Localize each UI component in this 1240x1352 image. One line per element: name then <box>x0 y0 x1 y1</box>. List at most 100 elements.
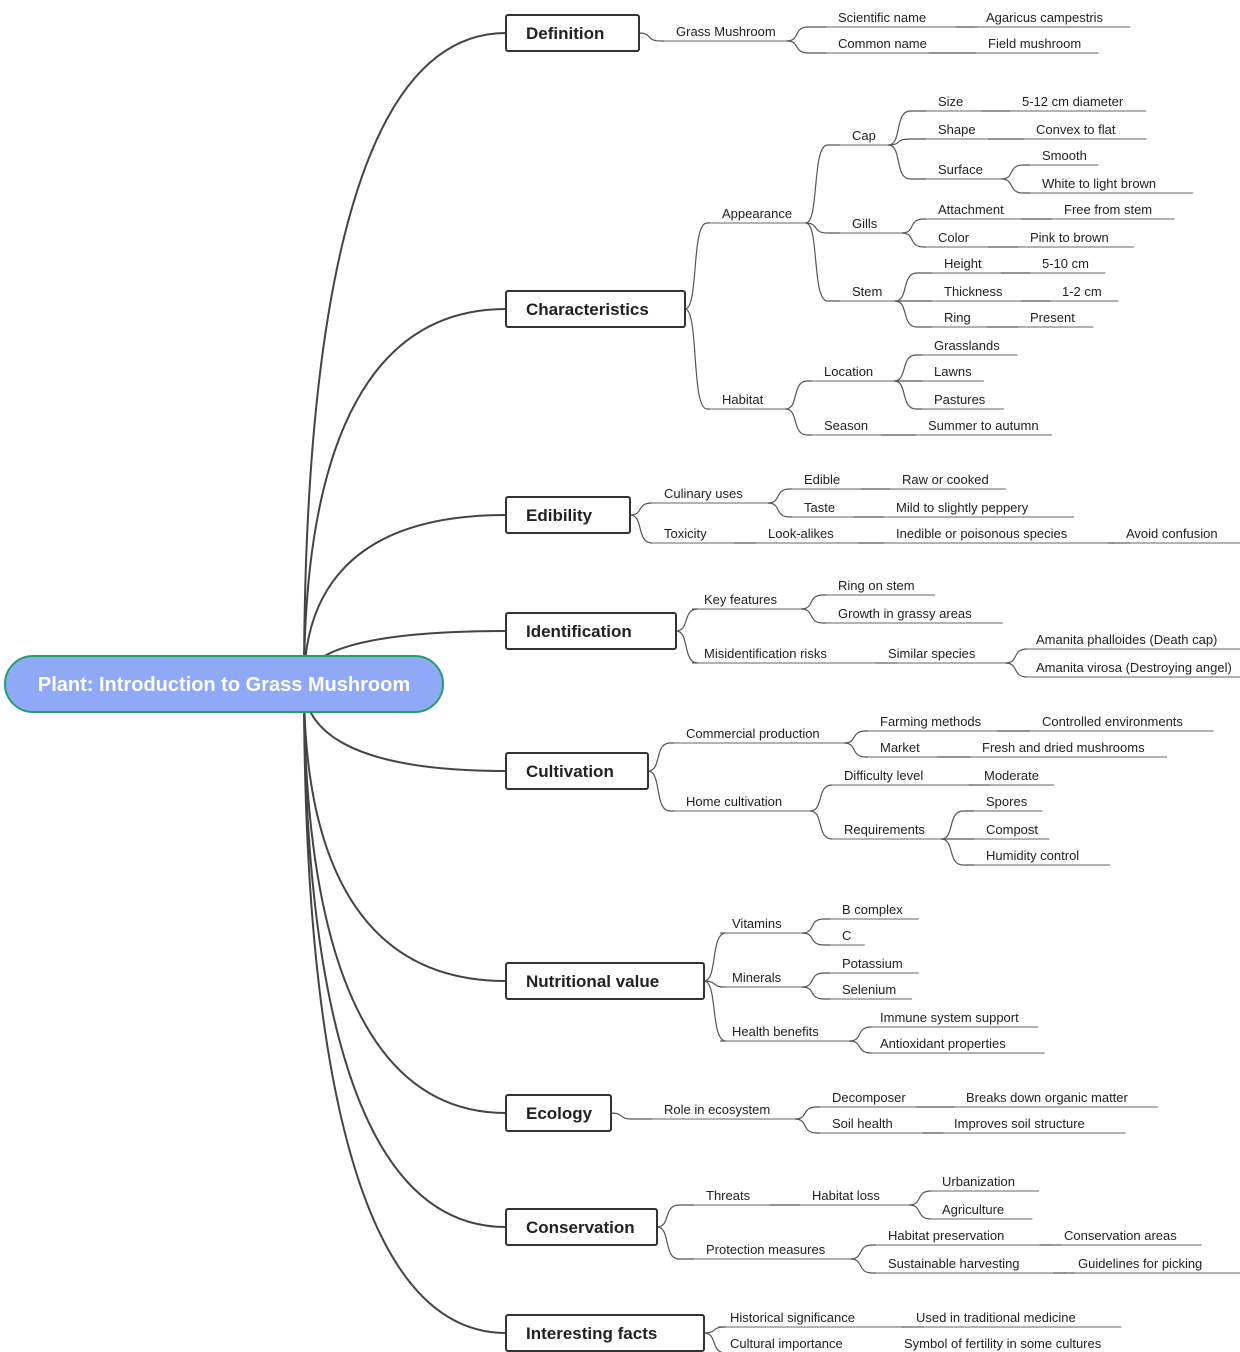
node-label: Misidentification risks <box>704 646 827 661</box>
node-label: Color <box>938 230 970 245</box>
branch-box <box>505 752 649 790</box>
branch-characteristics: Characteristics <box>505 290 686 328</box>
node-similar-species: Similar species <box>876 646 1006 664</box>
node-label: Mild to slightly peppery <box>896 500 1029 515</box>
node-label: Sustainable harvesting <box>888 1256 1020 1271</box>
node-attachment: Attachment <box>926 202 1022 220</box>
node-label: Moderate <box>984 768 1039 783</box>
root-node: Plant: Introduction to Grass Mushroom <box>4 655 444 713</box>
node-surface: Surface <box>926 162 1002 180</box>
node-gills: Gills <box>840 216 902 234</box>
connector <box>849 1040 872 1054</box>
node-label: Agriculture <box>942 1202 1004 1217</box>
node-label: Thickness <box>944 284 1003 299</box>
branch-cultivation: Cultivation <box>505 752 649 790</box>
node-label: Avoid confusion <box>1126 526 1218 541</box>
node-height: Height <box>932 256 1001 274</box>
node-label: Toxicity <box>664 526 707 541</box>
branch-label: Conservation <box>526 1218 635 1237</box>
node-health-benefits: Health benefits <box>720 1024 850 1042</box>
node-season: Season <box>812 418 881 436</box>
node-amanita-phalloides-death-cap: Amanita phalloides (Death cap) <box>1024 632 1240 650</box>
node-label: Antioxidant properties <box>880 1036 1006 1051</box>
connector <box>703 1332 724 1352</box>
node-label: Free from stem <box>1064 202 1152 217</box>
connector <box>684 308 710 410</box>
connector <box>801 594 826 610</box>
connector <box>810 810 833 840</box>
branch-label: Nutritional value <box>526 972 659 991</box>
node-label: Key features <box>704 592 777 607</box>
node-used-in-traditional-medicine: Used in traditional medicine <box>904 1310 1122 1328</box>
connector <box>941 838 974 866</box>
connector <box>638 32 664 42</box>
node-minerals: Minerals <box>720 970 803 988</box>
branch-label: Ecology <box>526 1104 593 1123</box>
connector <box>785 408 812 436</box>
node-mild-to-slightly-peppery: Mild to slightly peppery <box>884 500 1075 518</box>
connector <box>888 110 926 146</box>
connector <box>785 380 812 410</box>
node-label: Pastures <box>934 392 986 407</box>
main-connector <box>303 683 507 1114</box>
node-label: Growth in grassy areas <box>838 606 972 621</box>
branch-box <box>505 1094 612 1132</box>
node-label: C <box>842 928 851 943</box>
node-label: Soil health <box>832 1116 893 1131</box>
node-label: Health benefits <box>732 1024 819 1039</box>
node-label: Ring on stem <box>838 578 915 593</box>
node-habitat-loss: Habitat loss <box>800 1188 910 1206</box>
node-controlled-environments: Controlled environments <box>1030 714 1214 732</box>
node-label: White to light brown <box>1042 176 1156 191</box>
node-summer-to-autumn: Summer to autumn <box>916 418 1053 436</box>
node-label: Potassium <box>842 956 903 971</box>
node-size: Size <box>926 94 982 112</box>
node-shape: Shape <box>926 122 988 140</box>
connector <box>703 980 727 1042</box>
connector <box>1001 178 1030 194</box>
node-culinary-uses: Culinary uses <box>652 486 768 504</box>
node-label: B complex <box>842 902 903 917</box>
node-label: Requirements <box>844 822 925 837</box>
node-growth-in-grassy-areas: Growth in grassy areas <box>826 606 1003 624</box>
connector <box>656 1204 694 1228</box>
connector <box>893 380 922 410</box>
node-label: Shape <box>938 122 976 137</box>
node-label: Controlled environments <box>1042 714 1183 729</box>
node-fresh-and-dried-mushrooms: Fresh and dried mushrooms <box>970 740 1167 758</box>
node-label: Home cultivation <box>686 794 782 809</box>
node-vitamins: Vitamins <box>720 916 803 934</box>
node-compost: Compost <box>974 822 1050 840</box>
node-label: Minerals <box>732 970 782 985</box>
node-common-name: Common name <box>826 36 929 54</box>
node-habitat: Habitat <box>710 392 786 410</box>
node-label: Taste <box>804 500 835 515</box>
node-label: Urbanization <box>942 1174 1015 1189</box>
node-breaks-down-organic-matter: Breaks down organic matter <box>954 1090 1158 1108</box>
node-grasslands: Grasslands <box>922 338 1018 356</box>
node-label: Convex to flat <box>1036 122 1116 137</box>
connector <box>909 1204 932 1220</box>
branch-label: Identification <box>526 622 632 641</box>
node-label: Similar species <box>888 646 976 661</box>
node-cap: Cap <box>840 128 889 146</box>
node-label: 5-12 cm diameter <box>1022 94 1124 109</box>
connector <box>647 770 674 812</box>
node-immune-system-support: Immune system support <box>868 1010 1038 1028</box>
node-ring: Ring <box>932 310 988 328</box>
node-1-2-cm: 1-2 cm <box>1050 284 1119 302</box>
connector <box>843 730 868 744</box>
connector <box>893 354 922 382</box>
branch-box <box>505 290 686 328</box>
connector <box>850 1258 876 1274</box>
node-potassium: Potassium <box>830 956 919 974</box>
branch-identification: Identification <box>505 612 677 650</box>
connector <box>1005 662 1028 678</box>
node-soil-health: Soil health <box>820 1116 923 1134</box>
node-label: Farming methods <box>880 714 982 729</box>
node-label: Appearance <box>722 206 792 221</box>
node-humidity-control: Humidity control <box>974 848 1111 866</box>
node-agriculture: Agriculture <box>930 1202 1033 1220</box>
node-thickness: Thickness <box>932 284 1021 302</box>
